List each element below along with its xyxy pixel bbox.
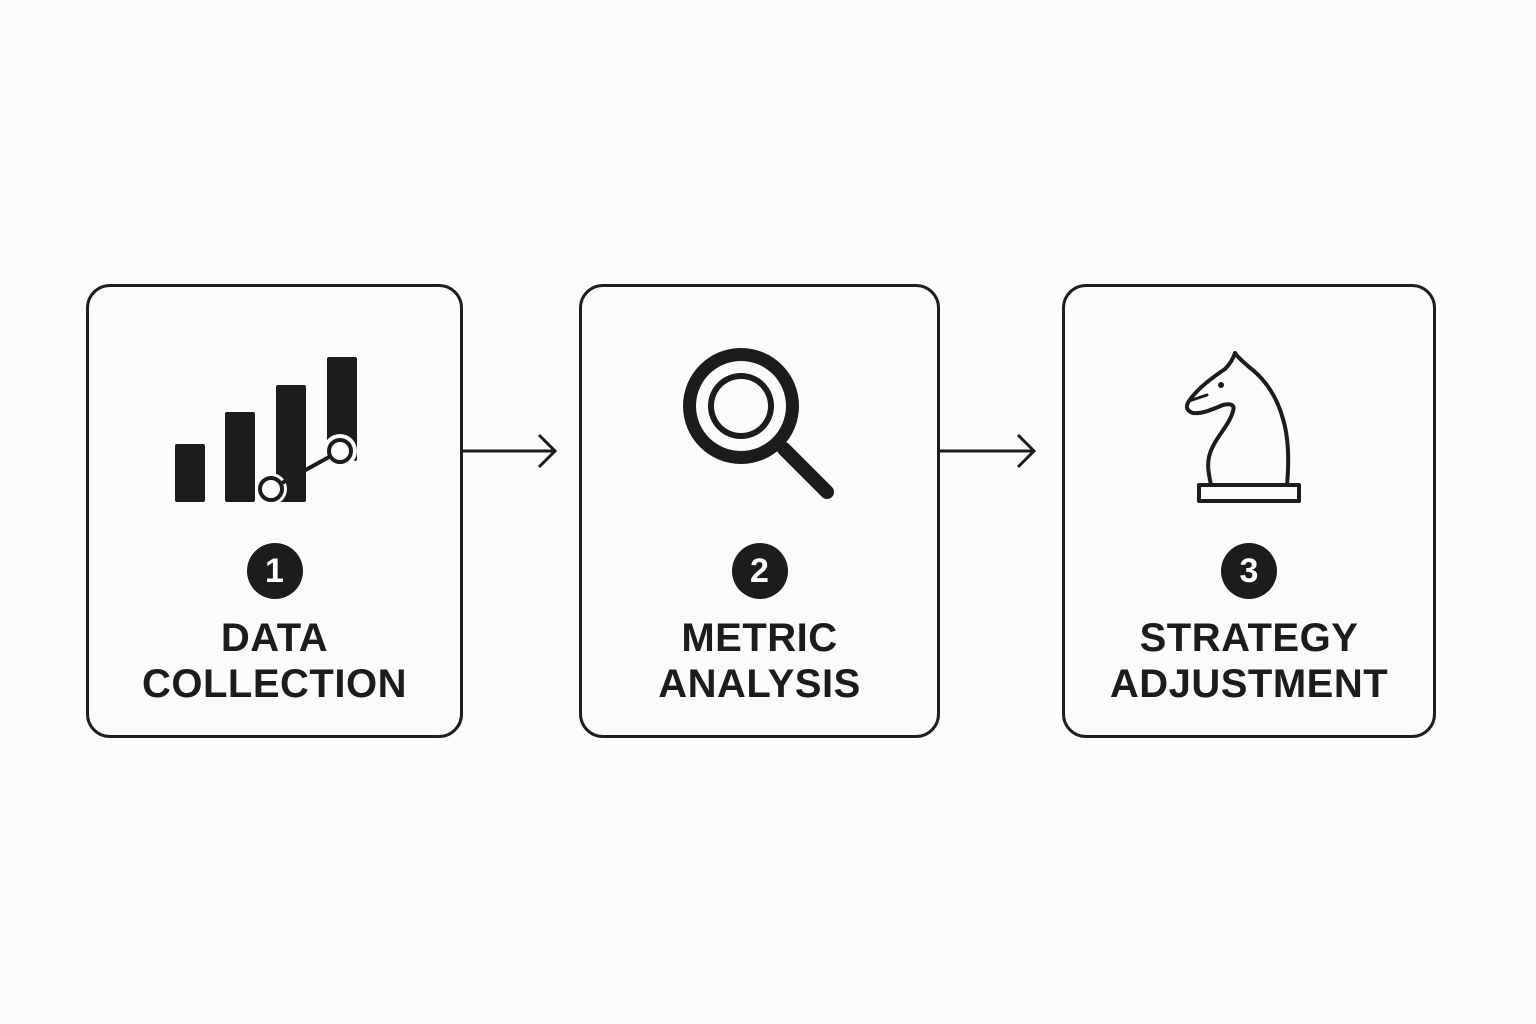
step-card-data-collection: 1 DATA COLLECTION — [86, 284, 463, 738]
step-title-line: STRATEGY — [1139, 616, 1359, 660]
step-card-strategy-adjustment: 3 STRATEGY ADJUSTMENT — [1062, 284, 1436, 738]
step-number-badge: 2 — [731, 543, 788, 599]
step-title-line: COLLECTION — [142, 662, 407, 706]
chess-knight-icon — [1149, 339, 1349, 519]
step-title: STRATEGY ADJUSTMENT — [1065, 615, 1433, 707]
step-title-line: METRIC — [681, 616, 838, 660]
step-title: DATA COLLECTION — [89, 615, 460, 707]
flow-arrow-2-to-3 — [940, 431, 1038, 471]
magnifying-glass-icon — [660, 339, 860, 519]
step-number-badge: 1 — [246, 543, 303, 599]
step-title-line: DATA — [220, 616, 329, 660]
step-card-metric-analysis: 2 METRIC ANALYSIS — [579, 284, 940, 738]
bar-chart-trend-icon — [174, 339, 375, 519]
step-title-line: ADJUSTMENT — [1109, 662, 1389, 706]
step-title-line: ANALYSIS — [658, 662, 861, 706]
step-number-badge: 3 — [1221, 543, 1277, 599]
flow-arrow-1-to-2 — [463, 431, 559, 471]
step-title: METRIC ANALYSIS — [582, 615, 937, 707]
